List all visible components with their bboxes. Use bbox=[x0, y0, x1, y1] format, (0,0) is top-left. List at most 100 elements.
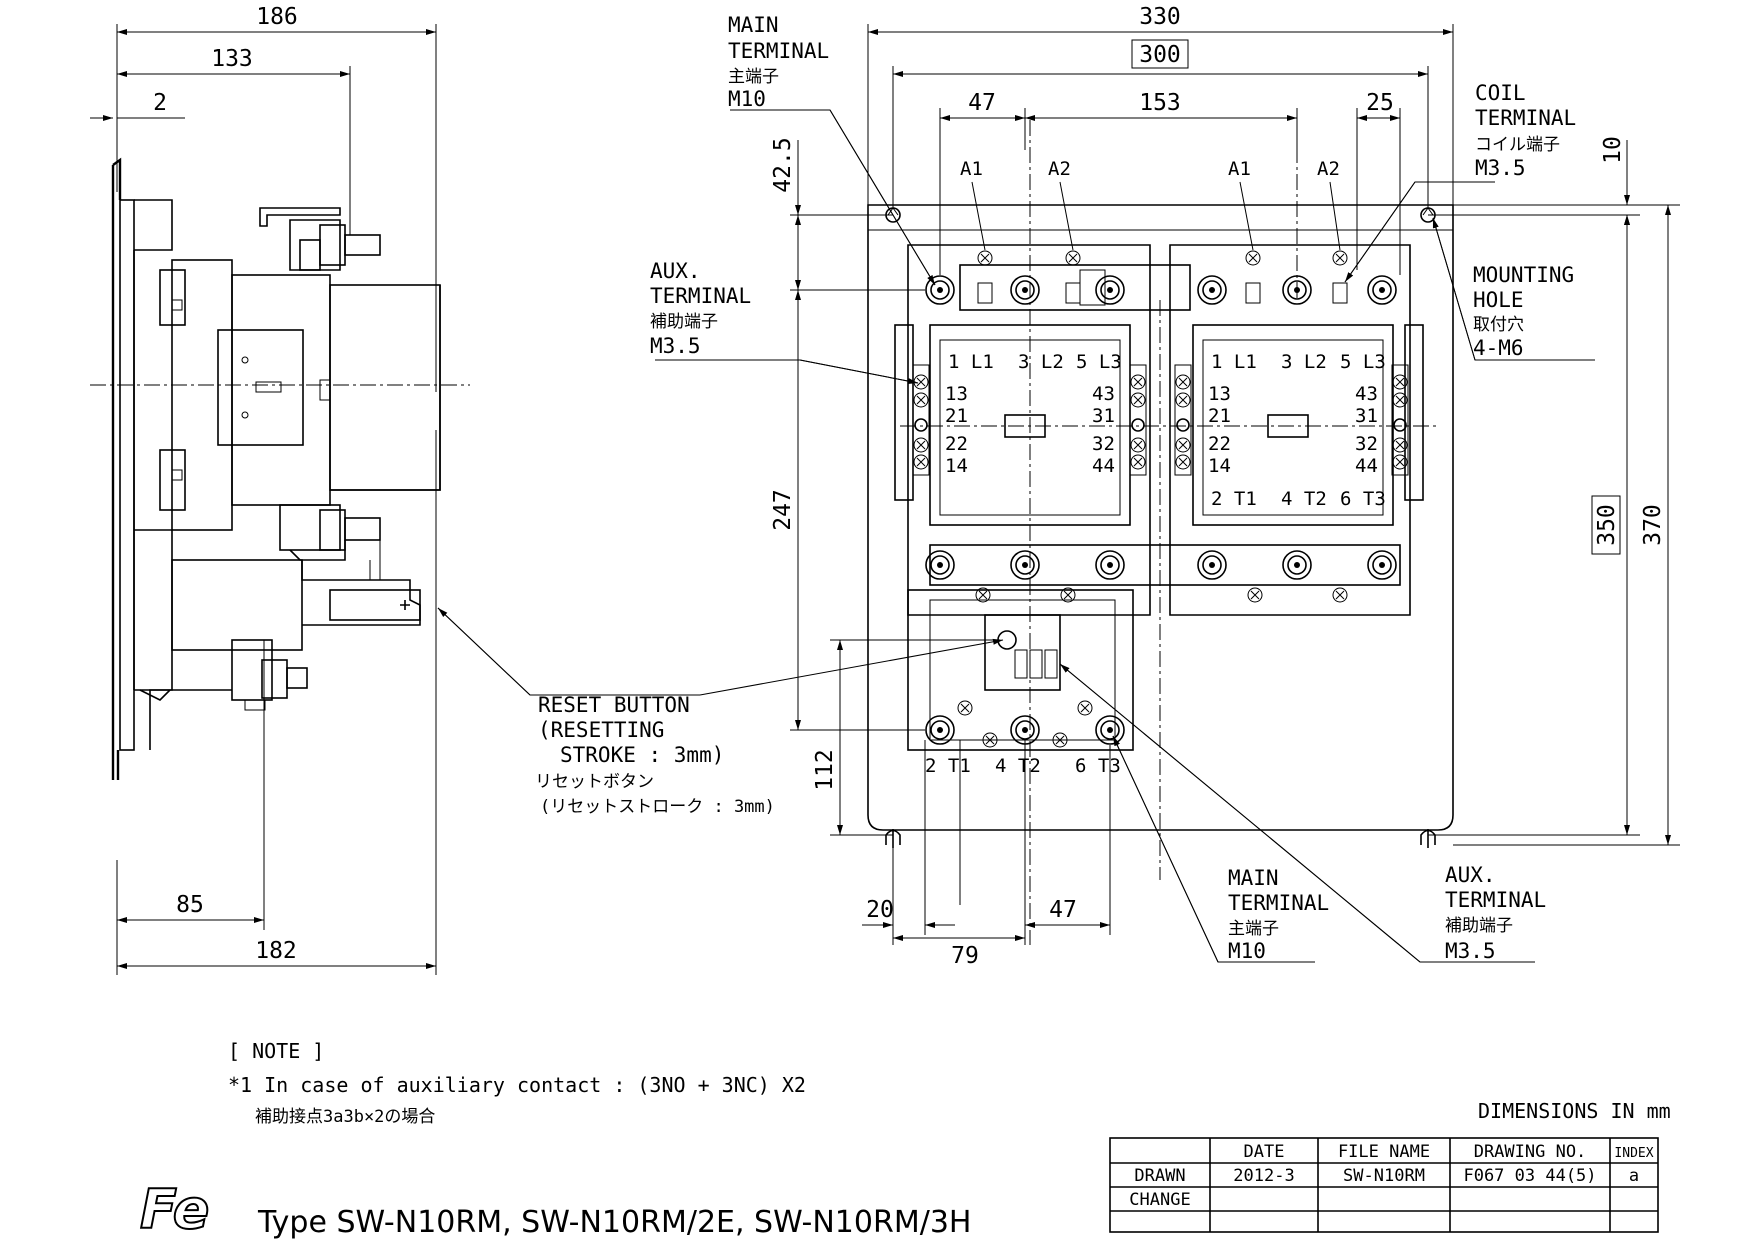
callout-reset-line4: リセットボタン bbox=[535, 772, 654, 792]
callout-main-terminal-bottom: MAIN TERMINAL 主端子 M10 bbox=[1228, 866, 1329, 963]
dim-front-247: 247 bbox=[770, 489, 796, 531]
relay-t2: 4 T2 bbox=[995, 755, 1041, 777]
callout-main-top-line4: M10 bbox=[728, 87, 766, 111]
callout-main-bottom-line4: M10 bbox=[1228, 939, 1266, 963]
tb-drawn-date: 2012-3 bbox=[1233, 1166, 1294, 1186]
callout-main-bottom-line2: TERMINAL bbox=[1228, 891, 1329, 915]
dim-front-350: 350 bbox=[1594, 504, 1620, 546]
c2-aux-22: 22 bbox=[1208, 433, 1231, 455]
front-view: A1 A2 A1 A2 1 L1 3 L2 5 L3 13 21 22 14 4… bbox=[655, 4, 1680, 969]
callout-mount-line2: HOLE bbox=[1473, 288, 1524, 312]
callout-aux-terminal-bottom: AUX. TERMINAL 補助端子 M3.5 bbox=[1445, 863, 1546, 963]
callout-aux-terminal-left: AUX. TERMINAL 補助端子 M3.5 bbox=[650, 259, 751, 358]
dim-front-20: 20 bbox=[866, 897, 894, 923]
fe-logo: Fe bbox=[139, 1177, 210, 1240]
c1-l2: 3 L2 bbox=[1018, 351, 1064, 373]
type-line: Type SW-N10RM, SW-N10RM/2E, SW-N10RM/3H bbox=[257, 1205, 971, 1240]
c2-aux-31: 31 bbox=[1355, 405, 1378, 427]
dim-side-186: 186 bbox=[256, 4, 298, 30]
dim-side-182: 182 bbox=[255, 938, 297, 964]
callout-aux-bottom-line3: 補助端子 bbox=[1445, 916, 1513, 936]
callout-aux-left-line4: M3.5 bbox=[650, 334, 701, 358]
callout-aux-left-line2: TERMINAL bbox=[650, 284, 751, 308]
c2-l3: 5 L3 bbox=[1340, 351, 1386, 373]
tb-header-index: INDEX bbox=[1614, 1146, 1653, 1161]
callout-aux-left-line1: AUX. bbox=[650, 259, 701, 283]
dim-front-300: 300 bbox=[1139, 42, 1181, 68]
callout-reset-line3: STROKE : 3mm) bbox=[560, 743, 724, 767]
callout-mount-line3: 取付穴 bbox=[1473, 315, 1524, 335]
c2-aux-43: 43 bbox=[1355, 383, 1378, 405]
callout-main-top-line3: 主端子 bbox=[728, 67, 779, 87]
dim-front-42-5: 42.5 bbox=[770, 137, 796, 192]
label-a1-c2: A1 bbox=[1228, 158, 1251, 180]
relay-t3: 6 T3 bbox=[1075, 755, 1121, 777]
callout-coil-line1: COIL bbox=[1475, 81, 1526, 105]
c1-aux-13: 13 bbox=[945, 383, 968, 405]
c1-aux-21: 21 bbox=[945, 405, 968, 427]
contactor-1-labels: 1 L1 3 L2 5 L3 13 21 22 14 43 31 32 44 bbox=[945, 351, 1122, 477]
coil-terminal-screws bbox=[977, 250, 1348, 304]
note-block: [ NOTE ] *1 In case of auxiliary contact… bbox=[228, 1039, 806, 1127]
tb-drawn-file: SW-N10RM bbox=[1343, 1166, 1425, 1186]
units-label: DIMENSIONS IN mm bbox=[1478, 1099, 1671, 1123]
c1-aux-32: 32 bbox=[1092, 433, 1115, 455]
c2-l2: 3 L2 bbox=[1281, 351, 1327, 373]
callout-reset-line1: RESET BUTTON bbox=[538, 693, 690, 717]
c2-t1: 2 T1 bbox=[1211, 488, 1257, 510]
tb-header-file: FILE NAME bbox=[1338, 1142, 1430, 1162]
callout-main-terminal-top: MAIN TERMINAL 主端子 M10 bbox=[728, 13, 829, 111]
callout-coil-line3: コイル端子 bbox=[1475, 135, 1560, 155]
c1-aux-43: 43 bbox=[1092, 383, 1115, 405]
tb-change-label: CHANGE bbox=[1129, 1190, 1190, 1210]
dim-side-133: 133 bbox=[211, 46, 253, 72]
label-a1-c1: A1 bbox=[960, 158, 983, 180]
callout-aux-left-line3: 補助端子 bbox=[650, 312, 718, 332]
callout-reset-line5: (リセットストローク : 3mm) bbox=[540, 797, 775, 817]
contactor-2-labels: 1 L1 3 L2 5 L3 13 21 22 14 43 31 32 44 2… bbox=[1208, 351, 1386, 510]
note-heading: [ NOTE ] bbox=[228, 1039, 324, 1063]
callout-coil-line4: M3.5 bbox=[1475, 156, 1526, 180]
c2-aux-44: 44 bbox=[1355, 455, 1378, 477]
callout-main-top-line1: MAIN bbox=[728, 13, 779, 37]
label-a2-c2: A2 bbox=[1317, 158, 1340, 180]
mounting-hole-br bbox=[1420, 829, 1436, 848]
note-line-1: *1 In case of auxiliary contact : (3NO +… bbox=[228, 1073, 806, 1097]
relay-labels: 2 T1 4 T2 6 T3 bbox=[925, 755, 1121, 777]
c2-aux-21: 21 bbox=[1208, 405, 1231, 427]
c2-l1: 1 L1 bbox=[1211, 351, 1257, 373]
callout-main-bottom-line3: 主端子 bbox=[1228, 919, 1279, 939]
c1-aux-44: 44 bbox=[1092, 455, 1115, 477]
label-a2-c1: A2 bbox=[1048, 158, 1071, 180]
c2-aux-13: 13 bbox=[1208, 383, 1231, 405]
dim-front-330: 330 bbox=[1139, 4, 1181, 30]
c1-l1: 1 L1 bbox=[948, 351, 994, 373]
dim-front-10: 10 bbox=[1600, 136, 1626, 164]
callout-reset-button: RESET BUTTON (RESETTING STROKE : 3mm) リセ… bbox=[535, 693, 775, 817]
dim-front-25: 25 bbox=[1366, 90, 1394, 116]
c2-t3: 6 T3 bbox=[1340, 488, 1386, 510]
callout-reset-line2: (RESETTING bbox=[538, 718, 664, 742]
c2-t2: 4 T2 bbox=[1281, 488, 1327, 510]
tb-header-drawing: DRAWING NO. bbox=[1474, 1142, 1587, 1162]
tb-drawn-label: DRAWN bbox=[1134, 1166, 1185, 1186]
relay-t1: 2 T1 bbox=[925, 755, 971, 777]
callout-mounting-hole: MOUNTING HOLE 取付穴 4-M6 bbox=[1473, 263, 1574, 360]
c1-aux-14: 14 bbox=[945, 455, 968, 477]
title-block: DATE FILE NAME DRAWING NO. INDEX DRAWN 2… bbox=[1109, 1137, 1659, 1233]
dim-front-370: 370 bbox=[1640, 504, 1666, 546]
c2-aux-14: 14 bbox=[1208, 455, 1231, 477]
fe-logo-text: Fe bbox=[140, 1178, 209, 1240]
tb-header-date: DATE bbox=[1244, 1142, 1285, 1162]
dim-front-47-bottom: 47 bbox=[1049, 897, 1077, 923]
dim-side-85: 85 bbox=[176, 892, 204, 918]
dim-side-2: 2 bbox=[153, 90, 167, 116]
callout-aux-bottom-line2: TERMINAL bbox=[1445, 888, 1546, 912]
callout-main-bottom-line1: MAIN bbox=[1228, 866, 1279, 890]
callout-mount-line4: 4-M6 bbox=[1473, 336, 1524, 360]
tb-drawn-index: a bbox=[1629, 1166, 1639, 1186]
callout-aux-bottom-line4: M3.5 bbox=[1445, 939, 1496, 963]
dim-front-47-top: 47 bbox=[968, 90, 996, 116]
tb-drawn-number: F067 03 44(5) bbox=[1463, 1166, 1596, 1186]
